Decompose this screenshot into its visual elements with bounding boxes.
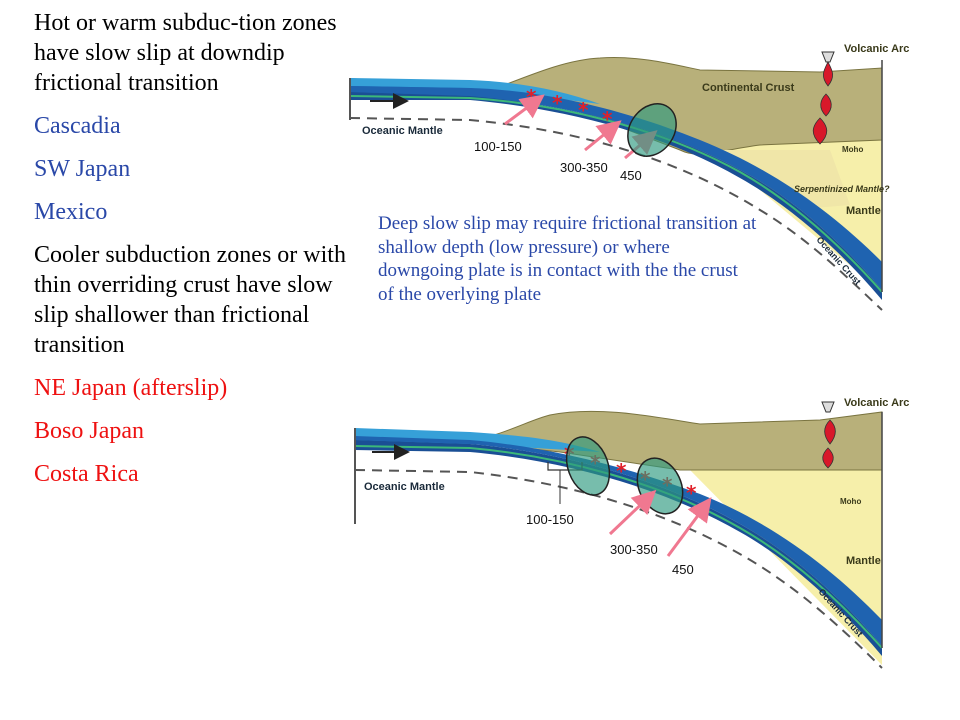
top-temp-450: 450 — [620, 168, 642, 183]
top-mantle-label: Mantle — [846, 205, 881, 217]
warm-zones-heading: Hot or warm subduc-tion zones have slow … — [34, 10, 337, 96]
top-magma-1-icon — [823, 61, 833, 87]
top-lithosphere-base — [349, 117, 883, 311]
bottom-magma-1-icon — [824, 419, 836, 445]
cool-zones-heading: Cooler subduction zones or with thin ove… — [34, 242, 346, 358]
bottom-volcanic-arc-label: Volcanic Arc — [844, 397, 909, 409]
bottom-arrow-2 — [666, 497, 712, 557]
top-ocean-surface — [350, 78, 600, 104]
top-slow-slip-ellipse — [627, 103, 677, 157]
bottom-continental-crust — [469, 410, 883, 471]
deep-slow-slip-note: Deep slow slip may require frictional tr… — [378, 213, 757, 305]
top-star-4: * — [602, 107, 613, 131]
top-subduction-diagram: * * * * Volcanic Arc Continental Crust O… — [349, 43, 909, 311]
bottom-ocean-surface — [355, 428, 600, 452]
example-ne-japan: NE Japan (afterslip) — [34, 375, 228, 401]
example-cascadia: Cascadia — [34, 113, 121, 139]
top-volcanic-arc-label: Volcanic Arc — [844, 43, 909, 55]
top-subducting-slab — [350, 86, 882, 290]
bottom-volcano-icon — [821, 401, 835, 413]
example-mexico: Mexico — [34, 199, 108, 225]
bottom-mantle-label: Mantle — [846, 555, 881, 567]
bottom-slab-base — [355, 440, 882, 656]
top-star-2: * — [552, 91, 563, 115]
bottom-star-3: * — [616, 459, 627, 483]
bottom-slow-slip-ellipse-1 — [565, 436, 611, 496]
bottom-moho-label: Moho — [840, 497, 861, 506]
bottom-plate-interface — [354, 445, 883, 649]
bottom-subducting-slab — [355, 436, 882, 646]
bottom-arrow-1 — [608, 489, 657, 536]
bottom-lithosphere-base — [354, 469, 883, 669]
top-oceanic-mantle-label: Oceanic Mantle — [362, 125, 443, 137]
example-sw-japan: SW Japan — [34, 156, 131, 182]
example-costa-rica: Costa Rica — [34, 461, 139, 487]
top-continental-crust-label: Continental Crust — [702, 82, 795, 94]
top-magma-2-icon — [820, 93, 832, 117]
bottom-oceanic-mantle-label: Oceanic Mantle — [364, 481, 445, 493]
bottom-temp-100-150: 100-150 — [526, 512, 574, 527]
top-arrow-1 — [504, 94, 545, 126]
top-arrow-2 — [584, 120, 622, 152]
top-star-3: * — [578, 98, 589, 122]
bottom-subduction-diagram: * * * * * * Volcanic Arc Oceanic Mantle … — [354, 397, 909, 669]
top-moho-label: Moho — [842, 145, 863, 154]
top-temp-300-350: 300-350 — [560, 160, 608, 175]
bottom-magma-2-icon — [822, 447, 834, 469]
top-volcano-icon — [821, 51, 835, 63]
bottom-star-6: * — [686, 481, 697, 505]
top-slab-base — [350, 92, 882, 300]
bottom-temp-300-350: 300-350 — [610, 542, 658, 557]
top-serpentinized-label: Serpentinized Mantle? — [794, 184, 890, 194]
top-magma-3-icon — [812, 117, 828, 145]
top-temp-100-150: 100-150 — [474, 139, 522, 154]
example-boso-japan: Boso Japan — [34, 418, 144, 444]
text-column: Hot or warm subduc-tion zones have slow … — [34, 8, 354, 502]
bottom-temp-450: 450 — [672, 562, 694, 577]
